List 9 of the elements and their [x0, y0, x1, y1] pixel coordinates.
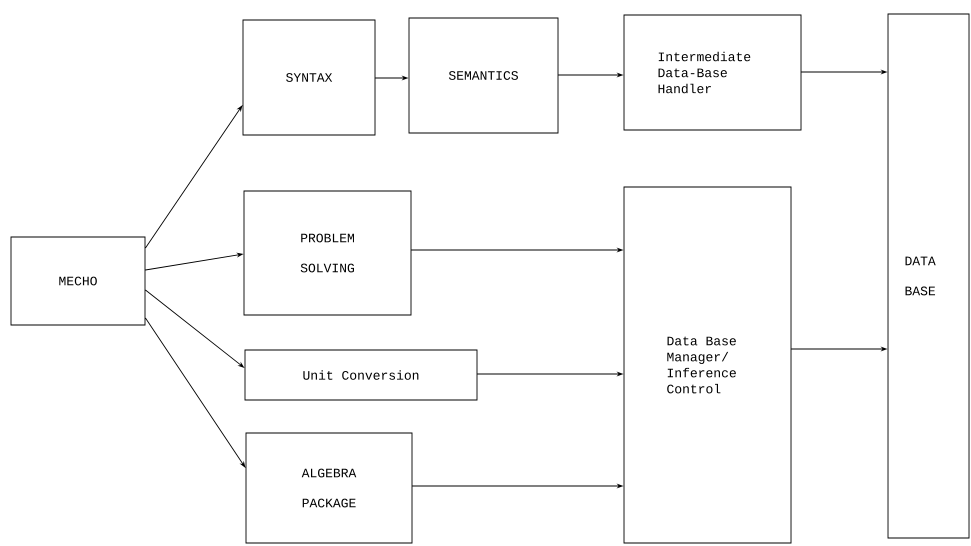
process-box: SEMANTICS: [408, 18, 558, 134]
process-box: MECHO: [10, 236, 146, 326]
process-box: PROBLEM SOLVING: [244, 190, 412, 316]
process-box: Unit Conversion: [244, 350, 478, 400]
database-box: DATA BASE: [888, 14, 970, 538]
process-box: Intermediate Data-Base Handler: [624, 14, 802, 130]
process-box: ALGEBRA PACKAGE: [246, 432, 412, 544]
process-box: SYNTAX: [242, 20, 376, 136]
process-box: Data Base Manager/ Inference Control: [624, 186, 792, 544]
